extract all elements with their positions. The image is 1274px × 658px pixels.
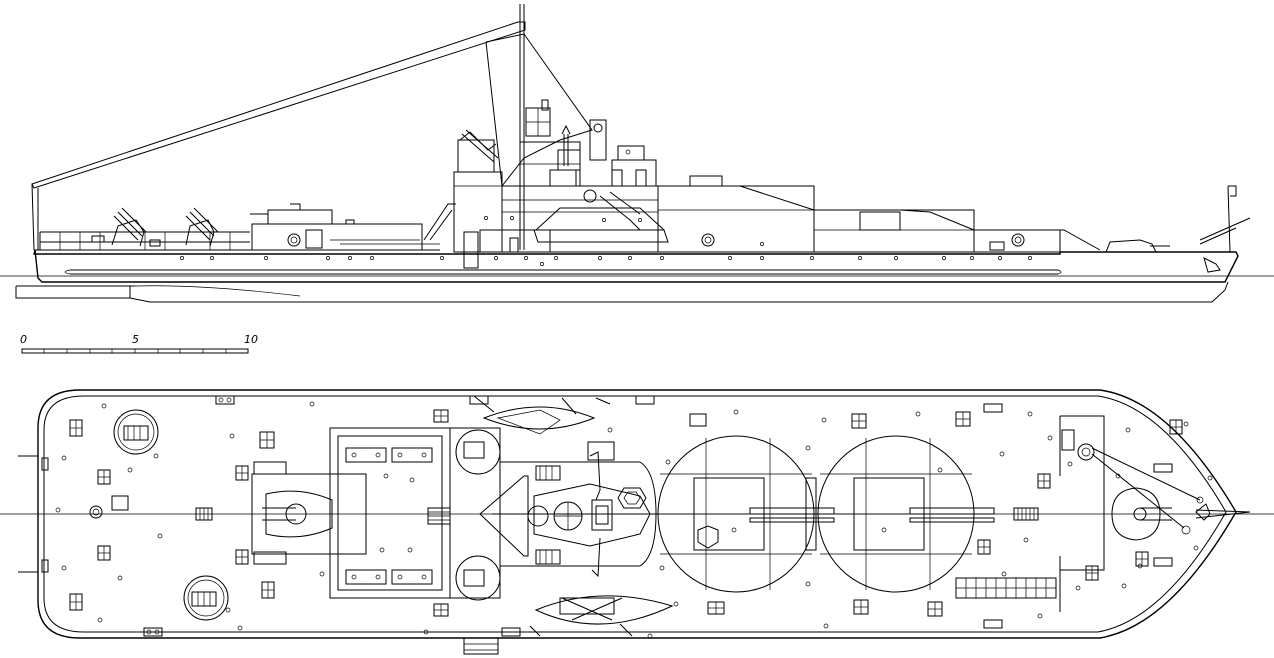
forward-gun-turrets-plan: [657, 435, 995, 593]
main-mast: [485, 4, 593, 250]
bollards: [143, 395, 1173, 655]
lockers-row: [955, 577, 1057, 599]
scale-label-5: 5: [132, 333, 139, 346]
aft-turret-plan: [195, 461, 367, 565]
aft-gun-turret-side: [250, 203, 440, 251]
bow-fittings: [1013, 415, 1251, 612]
stern-awning: [31, 21, 526, 189]
engine-room-casing: [329, 427, 451, 599]
hull-profile: [33, 249, 1239, 283]
stern-fittings: [18, 455, 129, 573]
ship-boats: [473, 395, 674, 637]
deck-hatches: [69, 409, 1183, 617]
side-profile-view: [0, 4, 1274, 303]
deck-outline: [37, 389, 1237, 639]
bow-gun-side: [1105, 185, 1251, 273]
rear-aa-guns: [91, 207, 219, 247]
deck-railing: [34, 231, 440, 251]
scale-label-10: 10: [244, 333, 258, 346]
scale-bar: 0 5 10: [20, 333, 258, 354]
bridge-plan: [449, 427, 660, 601]
superstructure-side: [423, 107, 669, 269]
plan-view: [0, 389, 1274, 655]
keel: [15, 281, 1229, 303]
aft-aa-tubs: [113, 409, 229, 621]
forward-deckhouse-side: [657, 175, 1101, 253]
hull-portholes: [180, 256, 1032, 266]
scale-label-0: 0: [20, 333, 27, 346]
deck-fittings: [55, 401, 1213, 639]
